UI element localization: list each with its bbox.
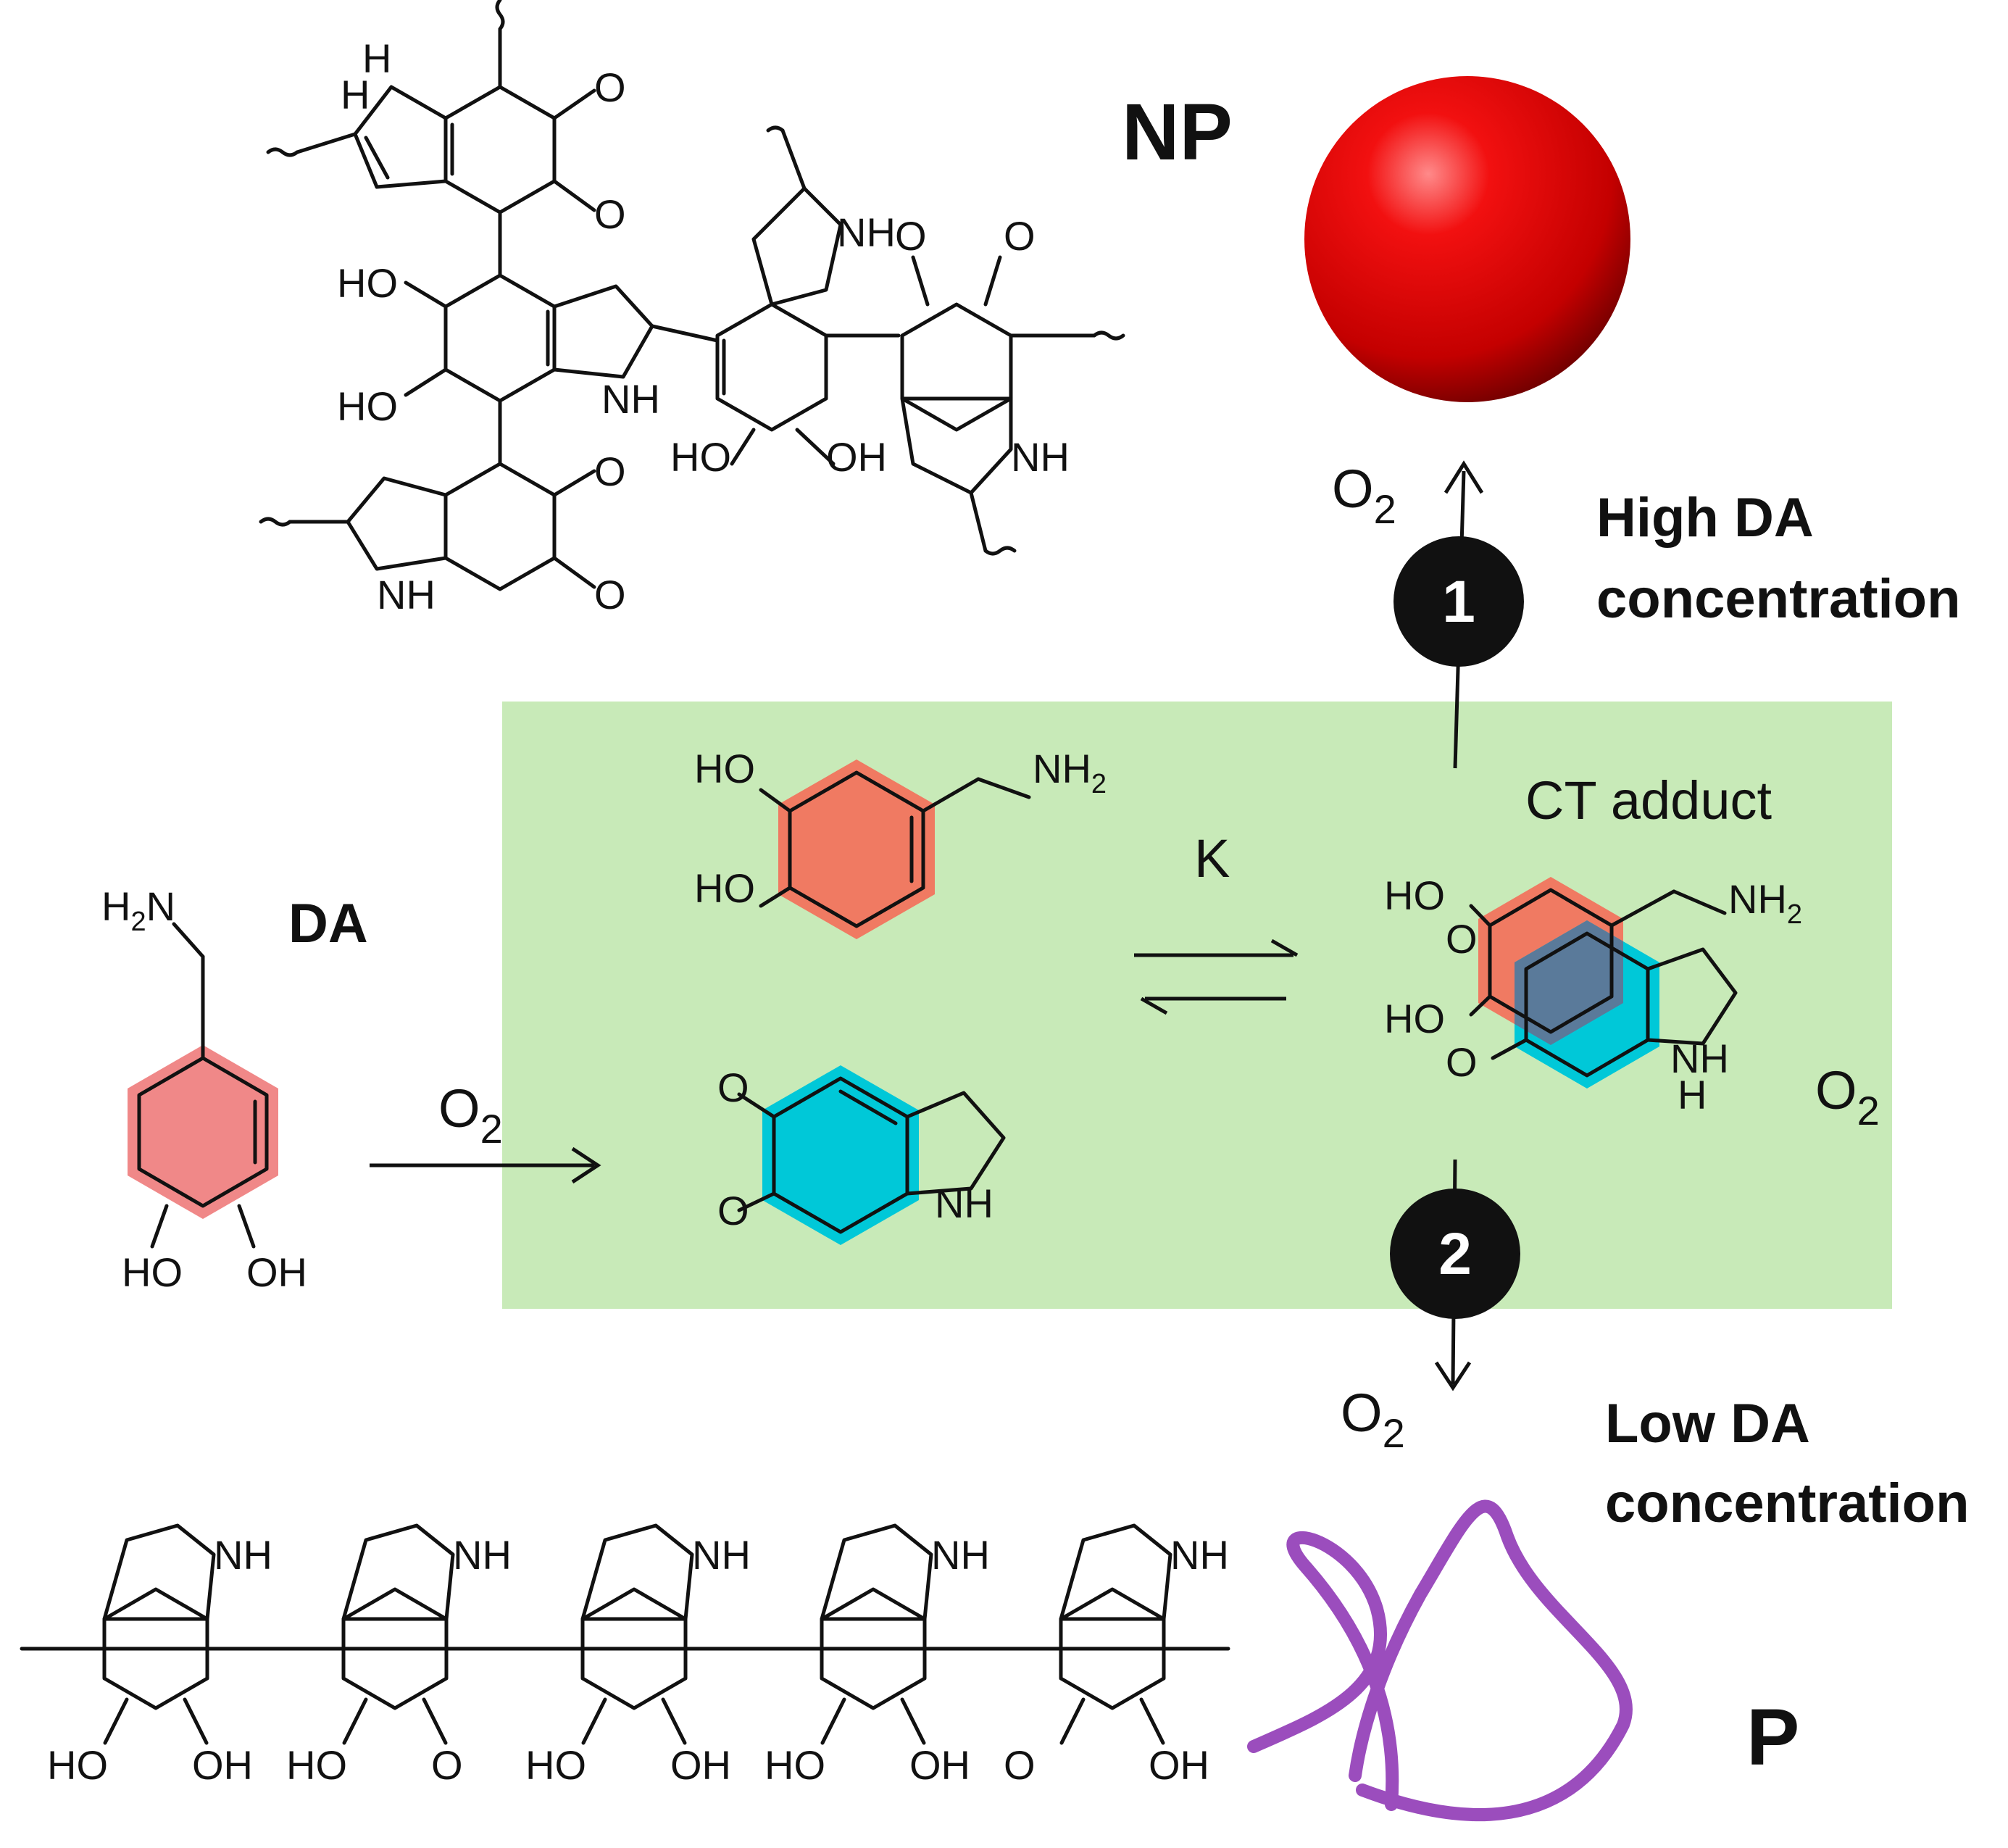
- low-da-label-line1: Low DA: [1605, 1393, 1810, 1454]
- nh-label: NH: [377, 572, 436, 617]
- k-label: K: [1194, 828, 1230, 888]
- nh2-label: NH2: [1033, 746, 1107, 799]
- o-label: O: [431, 1742, 463, 1788]
- o-label: O: [594, 572, 626, 617]
- oh-label: OH: [1149, 1742, 1209, 1788]
- chain-pyrrole-ring: [102, 1523, 216, 1621]
- o-label: O: [1446, 1039, 1478, 1085]
- o2-label: O2: [1815, 1060, 1880, 1133]
- nh-label: NH: [1670, 1036, 1729, 1081]
- np-label: NP: [1122, 88, 1233, 177]
- nh-label: NH: [1011, 434, 1070, 480]
- oh-label: OH: [246, 1249, 307, 1295]
- linear-polymer-chain: NH HO OH NH HO O NH HO OH NH HO OH NH O OH: [20, 1523, 1230, 1788]
- nh-label: H: [362, 36, 391, 81]
- o-label: O: [594, 64, 626, 110]
- ho-label: HO: [670, 434, 731, 480]
- nh-label: NH: [453, 1532, 512, 1578]
- chain-pyrrole-ring: [1059, 1523, 1172, 1621]
- low-da-label-line2: concentration: [1605, 1473, 1970, 1534]
- ho-label: HO: [337, 260, 398, 306]
- nh2-label: NH2: [1728, 876, 1802, 930]
- nanoparticle-sphere: [1304, 76, 1630, 402]
- h-label: H: [1678, 1072, 1707, 1117]
- oh-label: OH: [909, 1742, 970, 1788]
- chain-pyrrole-ring: [341, 1523, 455, 1621]
- oxidation-arrow: [370, 1146, 601, 1184]
- ho-label: HO: [694, 746, 755, 791]
- dopamine-in-box: HO HO NH2: [694, 746, 1107, 939]
- oh-label: OH: [670, 1742, 731, 1788]
- nh-label: NH: [931, 1532, 990, 1578]
- ct-adduct-label: CT adduct: [1525, 770, 1772, 831]
- h2n-label: H2N: [101, 883, 175, 937]
- ho-label: HO: [1384, 996, 1445, 1041]
- indolequinone-in-box: O O NH: [717, 1065, 1006, 1245]
- equilibrium-arrows: [1134, 938, 1299, 1015]
- high-da-label-line2: concentration: [1596, 568, 1961, 630]
- reaction-box: [502, 702, 1892, 1309]
- o-label: O: [717, 1065, 749, 1110]
- chain-pyrrole-ring: [820, 1523, 933, 1621]
- ho-label: HO: [765, 1742, 825, 1788]
- o-label: O: [1446, 916, 1478, 962]
- da-label: DA: [288, 893, 368, 954]
- oh-label: OH: [192, 1742, 253, 1788]
- nh-label: NH: [1170, 1532, 1229, 1578]
- ct-adduct-structure: HO O HO O NH2 NH H: [1384, 873, 1802, 1117]
- high-da-label-line1: High DA: [1596, 487, 1814, 549]
- chain-pyrrole-ring: [580, 1523, 694, 1621]
- nh-label: NH: [837, 209, 896, 255]
- step-1-badge: [1393, 536, 1524, 667]
- nh-label: NH: [214, 1532, 272, 1578]
- o-label: O: [895, 213, 927, 259]
- o2-label: O2: [438, 1078, 503, 1152]
- o-label: O: [1004, 213, 1036, 259]
- o-label: O: [594, 449, 626, 494]
- p-label: P: [1746, 1693, 1799, 1782]
- nh-label: H: [341, 72, 370, 117]
- ho-label: HO: [525, 1742, 586, 1788]
- o2-label: O2: [1332, 459, 1396, 532]
- o2-label: O2: [1341, 1383, 1405, 1456]
- o-label: O: [1004, 1742, 1036, 1788]
- nh-label: NH: [935, 1181, 993, 1226]
- nh-label: NH: [692, 1532, 751, 1578]
- ho-label: HO: [286, 1742, 347, 1788]
- step-2-badge: [1390, 1189, 1520, 1319]
- step-2-number: 2: [1438, 1221, 1472, 1287]
- ho-label: HO: [1384, 873, 1445, 918]
- ho-label: HO: [122, 1249, 183, 1295]
- ho-label: HO: [694, 865, 755, 911]
- nh-label: NH: [601, 376, 660, 422]
- np-oligomer-structure: O O H H HO HO NH O O NH HO OH: [259, 0, 1125, 617]
- oh-label: OH: [826, 434, 887, 480]
- dopamine-molecule: H2N HO OH: [101, 883, 307, 1295]
- o-label: O: [717, 1188, 749, 1233]
- step-1-number: 1: [1442, 569, 1475, 635]
- o-label: O: [594, 191, 626, 237]
- ho-label: HO: [337, 383, 398, 429]
- polymer-coil: [1247, 1499, 1633, 1822]
- ho-label: HO: [47, 1742, 108, 1788]
